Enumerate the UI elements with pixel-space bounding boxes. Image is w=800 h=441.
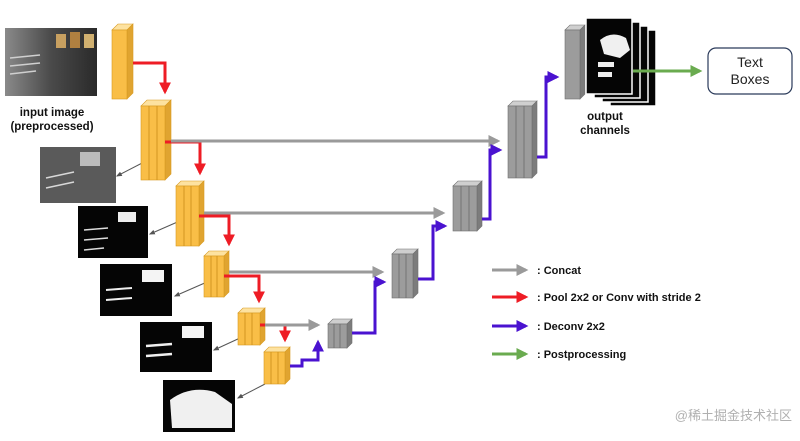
pool-arrow-3 [199, 214, 235, 247]
input-image [5, 28, 97, 96]
legend: : Concat : Pool 2x2 or Conv with stride … [492, 264, 701, 361]
text-boxes-label-line2: Boxes [731, 71, 770, 87]
encoder-block-5 [263, 346, 291, 385]
concat-arrows [171, 135, 501, 331]
legend-label-pool: : Pool 2x2 or Conv with stride 2 [537, 292, 701, 304]
encoder-block-2 [175, 180, 205, 247]
decoder-block-5 [564, 24, 586, 100]
legend-label-deconv: : Deconv 2x2 [537, 321, 605, 333]
decoder-block-1 [327, 318, 353, 349]
deconv-arrow-4 [482, 144, 503, 221]
legend-label-postprocessing: : Postprocessing [537, 349, 626, 361]
encoder-block-3 [203, 250, 230, 298]
legend-label-concat: : Concat [537, 265, 581, 277]
decoder-block-2 [391, 248, 419, 299]
feature-map-5 [163, 380, 235, 432]
text-boxes-box [707, 47, 793, 95]
decoder-block-3 [452, 180, 483, 232]
feature-map-3 [100, 264, 172, 316]
deconv-arrow-1 [290, 339, 324, 368]
deconv-arrow-3 [418, 220, 448, 281]
text-boxes-label-line1: Text [737, 54, 763, 70]
output-channels-label-line2: channels [580, 125, 630, 137]
deconv-arrow-5 [537, 71, 560, 159]
feature-map-2 [78, 206, 148, 258]
feature-map-4 [140, 322, 212, 372]
output-channels [585, 17, 657, 107]
encoder-block-1 [140, 99, 172, 181]
input-image-label-line2: (preprocessed) [10, 121, 93, 133]
pool-arrow-1 [133, 61, 171, 95]
watermark: @稀土掘金技术社区 [675, 408, 792, 423]
deconv-arrows [290, 71, 560, 368]
encoder-block-0 [111, 23, 134, 100]
decoder-block-4 [507, 100, 538, 179]
feature-map-1 [40, 147, 116, 203]
pool-arrow-4 [224, 274, 265, 304]
deconv-arrow-2 [352, 276, 387, 335]
encoder-block-4 [237, 307, 266, 346]
input-image-label-line1: input image [20, 107, 85, 119]
output-channels-label-line1: output [587, 111, 623, 123]
